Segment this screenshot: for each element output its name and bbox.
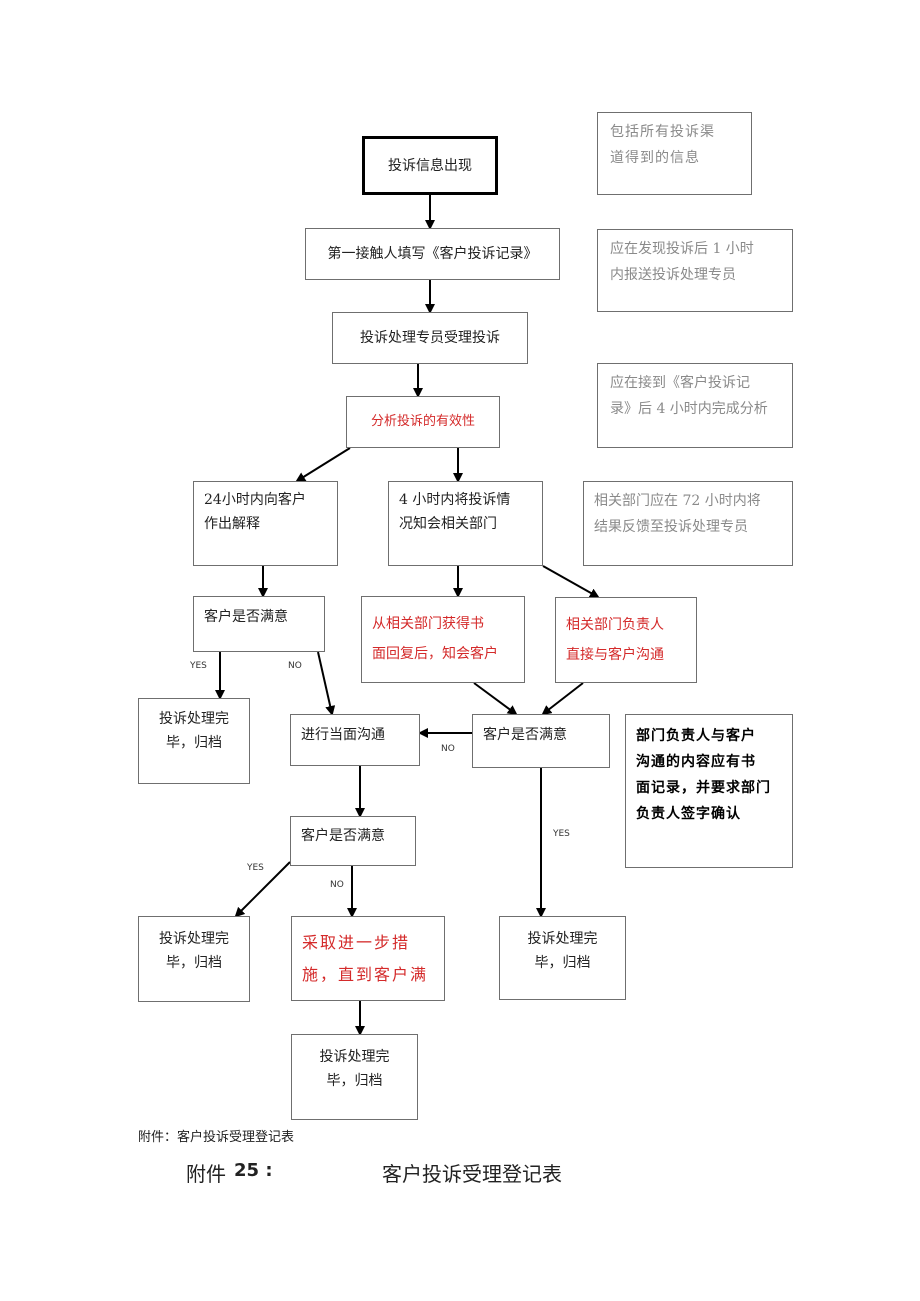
- node-further-measures-line2: 施，直到客户满: [302, 965, 429, 984]
- caption-attachment-number: 25 :: [234, 1160, 273, 1181]
- node-face-to-face-text: 进行当面沟通: [301, 727, 385, 743]
- note-analyze-4h-line2: 录》后 4 小时内完成分析: [610, 401, 768, 417]
- node-dept-head-contact-line2: 直接与客户沟通: [566, 647, 664, 663]
- node-done-4: 投诉处理完 毕，归档: [499, 916, 626, 1000]
- caption-attachment-prefix: 附件: [186, 1162, 226, 1186]
- node-complaint-info-text: 投诉信息出现: [388, 157, 472, 174]
- node-done-1-line1: 投诉处理完: [159, 711, 229, 727]
- node-analyze-validity: 分析投诉的有效性: [346, 396, 500, 448]
- node-satisfied-3: 客户是否满意: [290, 816, 416, 866]
- node-further-measures-line1: 采取进一步措: [302, 933, 411, 952]
- node-notify-dept-4h: 4 小时内将投诉情 况知会相关部门: [388, 481, 543, 566]
- note-written-record-line2: 沟通的内容应有书: [636, 754, 756, 770]
- node-first-contact: 第一接触人填写《客户投诉记录》: [305, 228, 560, 280]
- node-done-1-line2: 毕，归档: [166, 735, 222, 751]
- node-handler-accept: 投诉处理专员受理投诉: [332, 312, 528, 364]
- label-yes-2: YES: [553, 829, 570, 839]
- node-notify-dept-4h-line1: 4 小时内将投诉情: [399, 492, 511, 508]
- node-satisfied-2-text: 客户是否满意: [483, 727, 567, 743]
- note-feedback-72h: 相关部门应在 72 小时内将 结果反馈至投诉处理专员: [583, 481, 793, 566]
- note-report-1h-line2: 内报送投诉处理专员: [610, 267, 736, 283]
- node-satisfied-1: 客户是否满意: [193, 596, 325, 652]
- arrow-written-to-sat2: [473, 682, 518, 716]
- note-all-channels-line2: 道得到的信息: [610, 150, 700, 166]
- note-written-record: 部门负责人与客户 沟通的内容应有书 面记录，并要求部门 负责人签字确认: [625, 714, 793, 868]
- node-done-3: 投诉处理完 毕，归档: [291, 1034, 418, 1120]
- node-face-to-face: 进行当面沟通: [290, 714, 420, 766]
- node-done-2: 投诉处理完 毕，归档: [138, 916, 250, 1002]
- node-explain-24h-line2: 作出解释: [204, 516, 260, 532]
- node-satisfied-2: 客户是否满意: [472, 714, 610, 768]
- arrow-analyze-to-explain: [295, 447, 351, 483]
- caption-attachment-title: 客户投诉受理登记表: [382, 1162, 562, 1186]
- label-yes-1: YES: [190, 661, 207, 671]
- node-complaint-info: 投诉信息出现: [362, 136, 498, 195]
- note-all-channels: 包括所有投诉渠 道得到的信息: [597, 112, 752, 195]
- node-done-4-line2: 毕，归档: [534, 955, 591, 971]
- label-no-3: NO: [330, 880, 344, 890]
- label-no-1: NO: [288, 661, 302, 671]
- note-report-1h: 应在发现投诉后 1 小时 内报送投诉处理专员: [597, 229, 793, 312]
- label-no-2: NO: [441, 744, 455, 754]
- note-report-1h-line1: 应在发现投诉后 1 小时: [610, 241, 754, 257]
- node-done-3-line2: 毕，归档: [326, 1073, 383, 1089]
- node-first-contact-text: 第一接触人填写《客户投诉记录》: [327, 246, 538, 262]
- node-dept-head-contact-line1: 相关部门负责人: [566, 617, 664, 633]
- note-all-channels-line1: 包括所有投诉渠: [610, 124, 715, 140]
- note-feedback-72h-line2: 结果反馈至投诉处理专员: [594, 519, 748, 535]
- node-done-3-line1: 投诉处理完: [319, 1049, 390, 1065]
- arrow-sat3-yes-to-done2: [234, 861, 291, 918]
- node-explain-24h: 24小时内向客户 作出解释: [193, 481, 338, 566]
- caption-attachment-small: 附件：客户投诉受理登记表: [138, 1126, 294, 1145]
- node-written-reply: 从相关部门获得书 面回复后，知会客户: [361, 596, 525, 683]
- note-written-record-line3: 面记录，并要求部门: [636, 780, 771, 796]
- note-analyze-4h-line1: 应在接到《客户投诉记: [610, 375, 750, 391]
- node-done-2-line2: 毕，归档: [166, 955, 222, 971]
- note-feedback-72h-line1: 相关部门应在 72 小时内将: [594, 493, 761, 509]
- node-notify-dept-4h-line2: 况知会相关部门: [399, 516, 497, 532]
- node-done-4-line1: 投诉处理完: [527, 931, 598, 947]
- node-written-reply-line2: 面回复后，知会客户: [372, 646, 498, 662]
- node-handler-accept-text: 投诉处理专员受理投诉: [360, 330, 500, 346]
- node-done-1: 投诉处理完 毕，归档: [138, 698, 250, 784]
- label-yes-3: YES: [247, 863, 264, 873]
- arrow-depthead-to-sat2: [541, 682, 584, 716]
- node-explain-24h-line1: 24小时内向客户: [204, 492, 306, 508]
- node-analyze-validity-text: 分析投诉的有效性: [370, 414, 475, 429]
- note-written-record-line1: 部门负责人与客户: [636, 728, 756, 744]
- arrow-sat1-no-to-face: [317, 651, 336, 716]
- node-written-reply-line1: 从相关部门获得书: [372, 616, 484, 632]
- node-further-measures: 采取进一步措 施，直到客户满: [291, 916, 445, 1001]
- node-dept-head-contact: 相关部门负责人 直接与客户沟通: [555, 597, 697, 683]
- note-written-record-line4: 负责人签字确认: [636, 806, 741, 822]
- arrow-notify-to-depthead: [542, 565, 600, 598]
- caption-attachment-small-text: 附件：客户投诉受理登记表: [138, 1130, 295, 1145]
- node-satisfied-3-text: 客户是否满意: [301, 828, 385, 844]
- caption-attachment-heading: 附件 25 : 客户投诉受理登记表: [186, 1158, 606, 1190]
- node-done-2-line1: 投诉处理完: [159, 931, 229, 947]
- note-analyze-4h: 应在接到《客户投诉记 录》后 4 小时内完成分析: [597, 363, 793, 448]
- node-satisfied-1-text: 客户是否满意: [204, 609, 288, 625]
